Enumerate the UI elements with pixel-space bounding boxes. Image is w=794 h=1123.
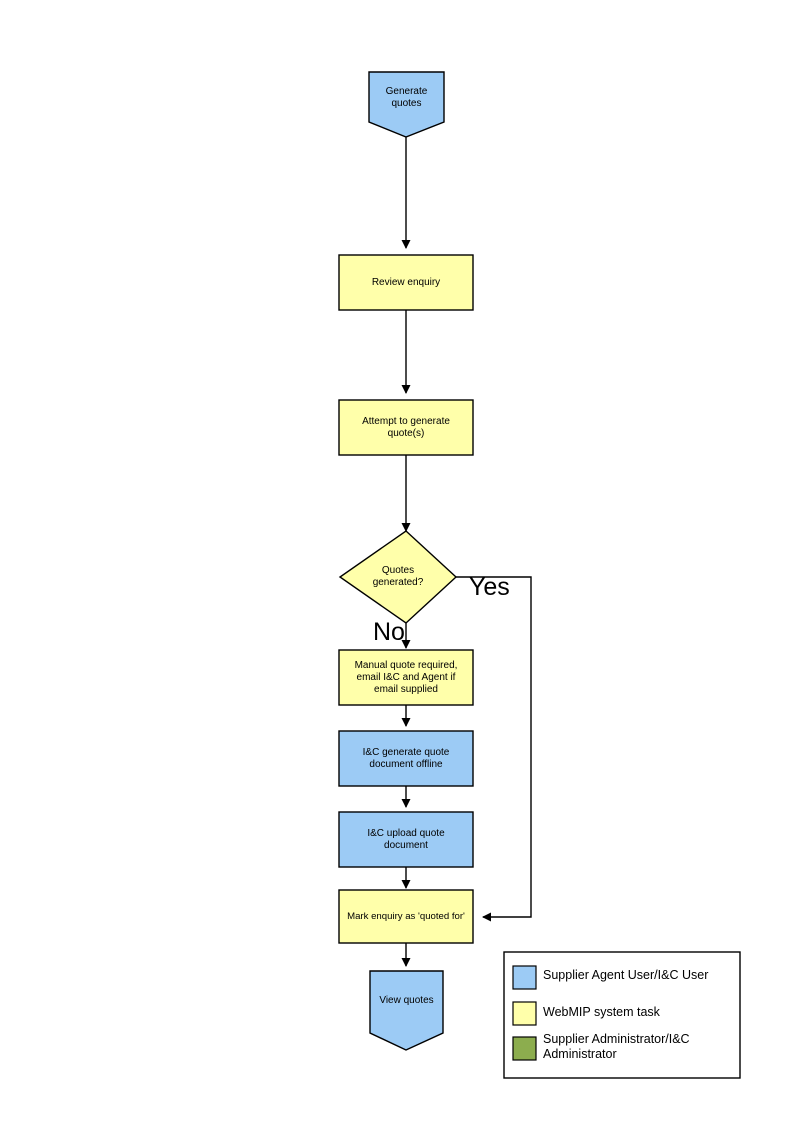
legend-swatch-supplier-agent-user bbox=[512, 965, 537, 990]
legend-label-supplier-agent-user: Supplier Agent User/I&C User bbox=[543, 968, 709, 982]
edge-decision-yes bbox=[456, 576, 532, 922]
node-attempt-to-generate-quotes[interactable] bbox=[338, 399, 474, 456]
legend-label-webmip-system-task: WebMIP system task bbox=[543, 1005, 660, 1019]
legend-frame bbox=[503, 951, 741, 1079]
node-quotes-generated[interactable] bbox=[338, 530, 458, 624]
node-ic-generate-quote-document-offline[interactable] bbox=[338, 730, 474, 787]
edge-label-yes: Yes bbox=[469, 573, 510, 601]
legend-swatch-webmip-system-task bbox=[512, 1001, 537, 1026]
node-ic-upload-quote-document[interactable] bbox=[338, 811, 474, 868]
node-view-quotes[interactable] bbox=[369, 970, 444, 1051]
node-generate-quotes[interactable] bbox=[368, 71, 445, 138]
legend-swatch-supplier-administrator bbox=[512, 1036, 537, 1061]
edge-label-no: No bbox=[373, 618, 405, 646]
node-manual-quote-required[interactable] bbox=[338, 649, 474, 706]
node-mark-enquiry-as-quoted-for[interactable] bbox=[338, 889, 474, 944]
node-review-enquiry[interactable] bbox=[338, 254, 474, 311]
legend-label-supplier-administrator: Supplier Administrator/I&C Administrator bbox=[543, 1032, 690, 1061]
